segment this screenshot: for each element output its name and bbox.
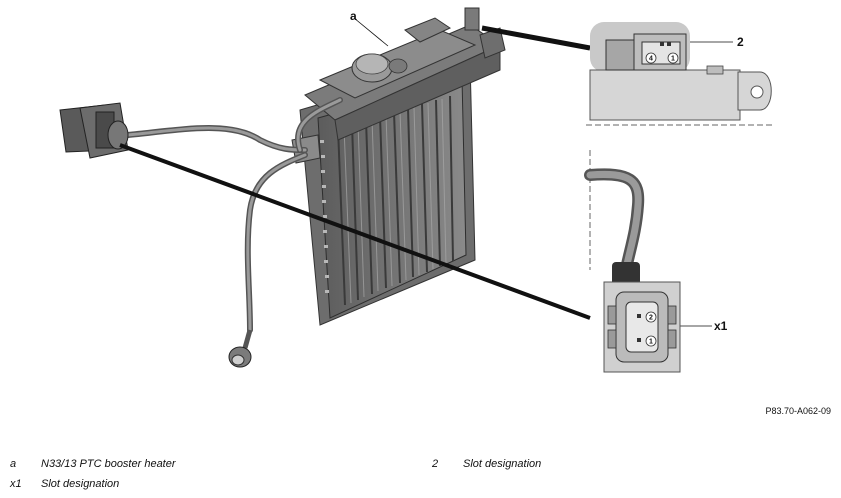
- legend-key: 2: [432, 458, 439, 470]
- legend-text: N33/13 PTC booster heater: [41, 458, 176, 470]
- main-plug-connector: [59, 102, 129, 159]
- ptc-booster-heater: [291, 7, 506, 326]
- pin-1-marker: [667, 52, 679, 64]
- wiring-harness: [125, 97, 343, 333]
- callout-a: a: [350, 9, 357, 23]
- callout-2: 2: [737, 35, 744, 49]
- detail-top-connector: 4 1: [586, 22, 775, 126]
- pin-1b-label: 1: [649, 339, 653, 346]
- callout-x1: x1: [714, 319, 728, 333]
- legend-key: x1: [10, 478, 22, 490]
- drawing-reference: P83.70-A062-09: [765, 406, 831, 416]
- ground-connector: [228, 329, 253, 368]
- pin-1-label: 1: [671, 56, 675, 63]
- legend-key: a: [10, 458, 17, 470]
- detail-bottom-connector: 2 1: [584, 150, 681, 373]
- pin-2-label: 2: [649, 315, 653, 322]
- heater-diagram: 4 1 2 1 a 2 x1: [59, 7, 775, 373]
- legend-text: Slot designation: [463, 458, 542, 470]
- pin-4-label: 4: [649, 56, 653, 63]
- pin-2-marker: [645, 311, 657, 323]
- pin-4-marker: [645, 52, 657, 64]
- pin-1b-marker: [645, 335, 657, 347]
- legend-text: Slot designation: [41, 478, 120, 490]
